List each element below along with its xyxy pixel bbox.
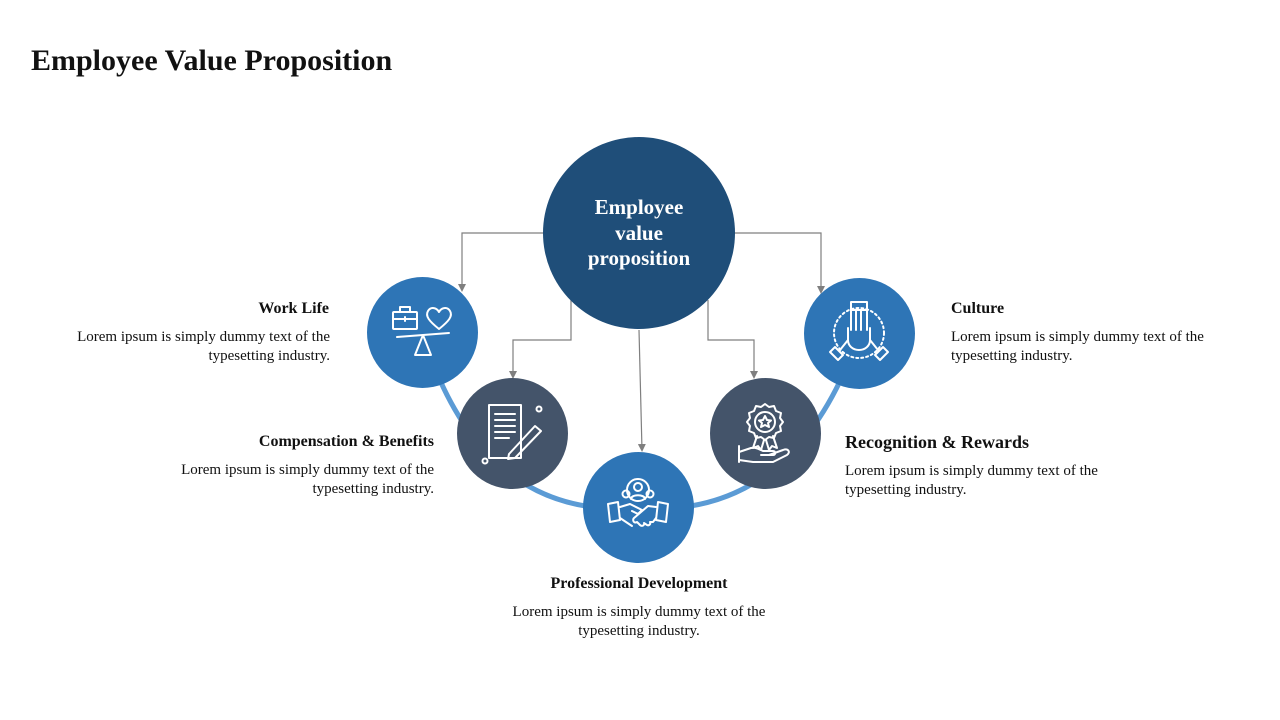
- contract-signing-icon: [481, 404, 543, 465]
- recognition-heading: Recognition & Rewards: [845, 432, 1029, 452]
- team-handshake-icon: [607, 478, 669, 527]
- connector-professional-development: [637, 329, 646, 452]
- culture-heading: Culture: [951, 300, 1005, 317]
- compensation-heading: Compensation & Benefits: [258, 433, 434, 450]
- culture-description: Lorem ipsum is simply dummy text of the …: [951, 329, 1204, 364]
- work-life-heading: Work Life: [258, 300, 329, 317]
- professional-development-description: Lorem ipsum is simply dummy text of the …: [512, 604, 766, 639]
- compensation-description: Lorem ipsum is simply dummy text of the …: [181, 462, 434, 497]
- work-life-description: Lorem ipsum is simply dummy text of the …: [77, 329, 330, 364]
- award-hand-icon: [738, 403, 790, 463]
- recognition-circle: [710, 378, 821, 489]
- connector-recognition: [707, 300, 758, 379]
- hands-together-icon: [829, 301, 889, 361]
- recognition-description: Lorem ipsum is simply dummy text of the …: [845, 463, 1098, 498]
- work-life-balance-icon: [392, 306, 452, 356]
- connector-culture: [735, 232, 825, 294]
- connector-compensation: [509, 300, 572, 379]
- center-circle: [543, 137, 735, 329]
- culture-circle: [804, 278, 915, 389]
- compensation-circle: [457, 378, 568, 489]
- page-title: Employee Value Proposition: [31, 44, 393, 77]
- connector-work-life: [458, 232, 543, 292]
- center-label: Employee value proposition: [587, 195, 691, 270]
- professional-development-heading: Professional Development: [550, 575, 728, 592]
- work-life-circle: [367, 277, 478, 388]
